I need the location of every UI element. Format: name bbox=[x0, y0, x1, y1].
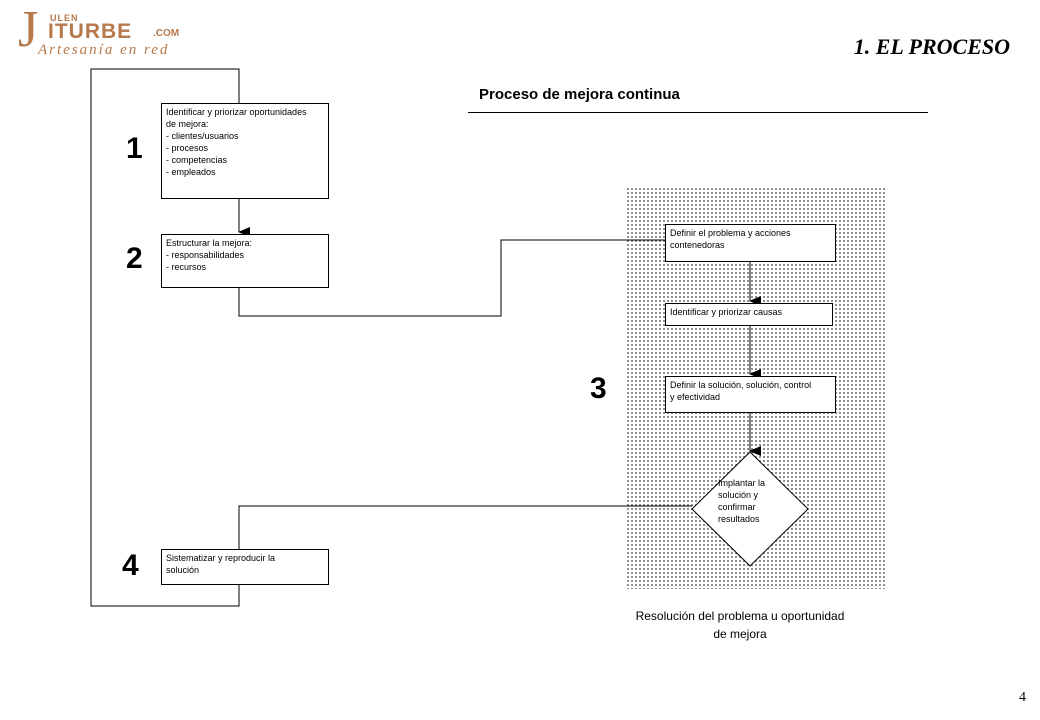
diamond-line: solución y bbox=[718, 490, 759, 500]
box-systematize-solution: Sistematizar y reproducir la solución bbox=[161, 549, 329, 585]
page-title: 1. EL PROCESO bbox=[853, 34, 1010, 59]
box-line: Identificar y priorizar causas bbox=[670, 307, 783, 317]
step-number-2: 2 bbox=[126, 242, 143, 275]
logo-initial: J bbox=[18, 1, 39, 58]
page-number: 4 bbox=[1019, 690, 1026, 705]
diagram-title: Proceso de mejora continua bbox=[479, 86, 680, 103]
box-structure-improvement: Estructurar la mejora: - responsabilidad… bbox=[161, 234, 329, 288]
box-line: solución bbox=[166, 565, 200, 575]
box-line: de mejora: bbox=[166, 119, 209, 129]
logo-tagline: Artesanía en red bbox=[38, 42, 170, 58]
box-line: - clientes/usuarios bbox=[166, 131, 239, 141]
box-define-solution: Definir la solución, solución, control y… bbox=[665, 376, 836, 413]
box-line: - recursos bbox=[166, 262, 207, 272]
box-line: Identificar y priorizar oportunidades bbox=[166, 107, 307, 117]
title-divider bbox=[468, 112, 928, 113]
caption-line: Resolución del problema u oportunidad bbox=[635, 609, 845, 623]
box-line: y efectividad bbox=[670, 392, 721, 402]
diamond-line: resultados bbox=[718, 514, 760, 524]
step-number-3: 3 bbox=[590, 372, 607, 405]
diamond-line: confirmar bbox=[718, 502, 756, 512]
box-identify-causes: Identificar y priorizar causas bbox=[665, 303, 833, 326]
step-number-1: 1 bbox=[126, 132, 143, 165]
box-identify-opportunities: Identificar y priorizar oportunidades de… bbox=[161, 103, 329, 199]
step-number-4: 4 bbox=[122, 549, 139, 582]
box-line: - responsabilidades bbox=[166, 250, 245, 260]
box-line: - empleados bbox=[166, 167, 216, 177]
logo-domain: .COM bbox=[153, 28, 180, 39]
diamond-line: Implantar la bbox=[718, 478, 766, 488]
logo-main-text: ITURBE bbox=[48, 20, 133, 43]
box-line: Definir la solución, solución, control bbox=[670, 380, 812, 390]
box-line: Sistematizar y reproducir la bbox=[166, 553, 276, 563]
box-line: contenedoras bbox=[670, 240, 725, 250]
diamond-implement-solution: Implantar la solución y confirmar result… bbox=[718, 477, 788, 525]
caption-line: de mejora bbox=[713, 627, 767, 641]
logo-small-text: ULEN bbox=[50, 13, 79, 23]
box-line: Definir el problema y acciones bbox=[670, 228, 791, 238]
box-line: - competencias bbox=[166, 155, 228, 165]
box-line: - procesos bbox=[166, 143, 209, 153]
box-line: Estructurar la mejora: bbox=[166, 238, 253, 248]
box-define-problem: Definir el problema y acciones contenedo… bbox=[665, 224, 836, 262]
panel-caption: Resolución del problema u oportunidad de… bbox=[600, 607, 880, 643]
